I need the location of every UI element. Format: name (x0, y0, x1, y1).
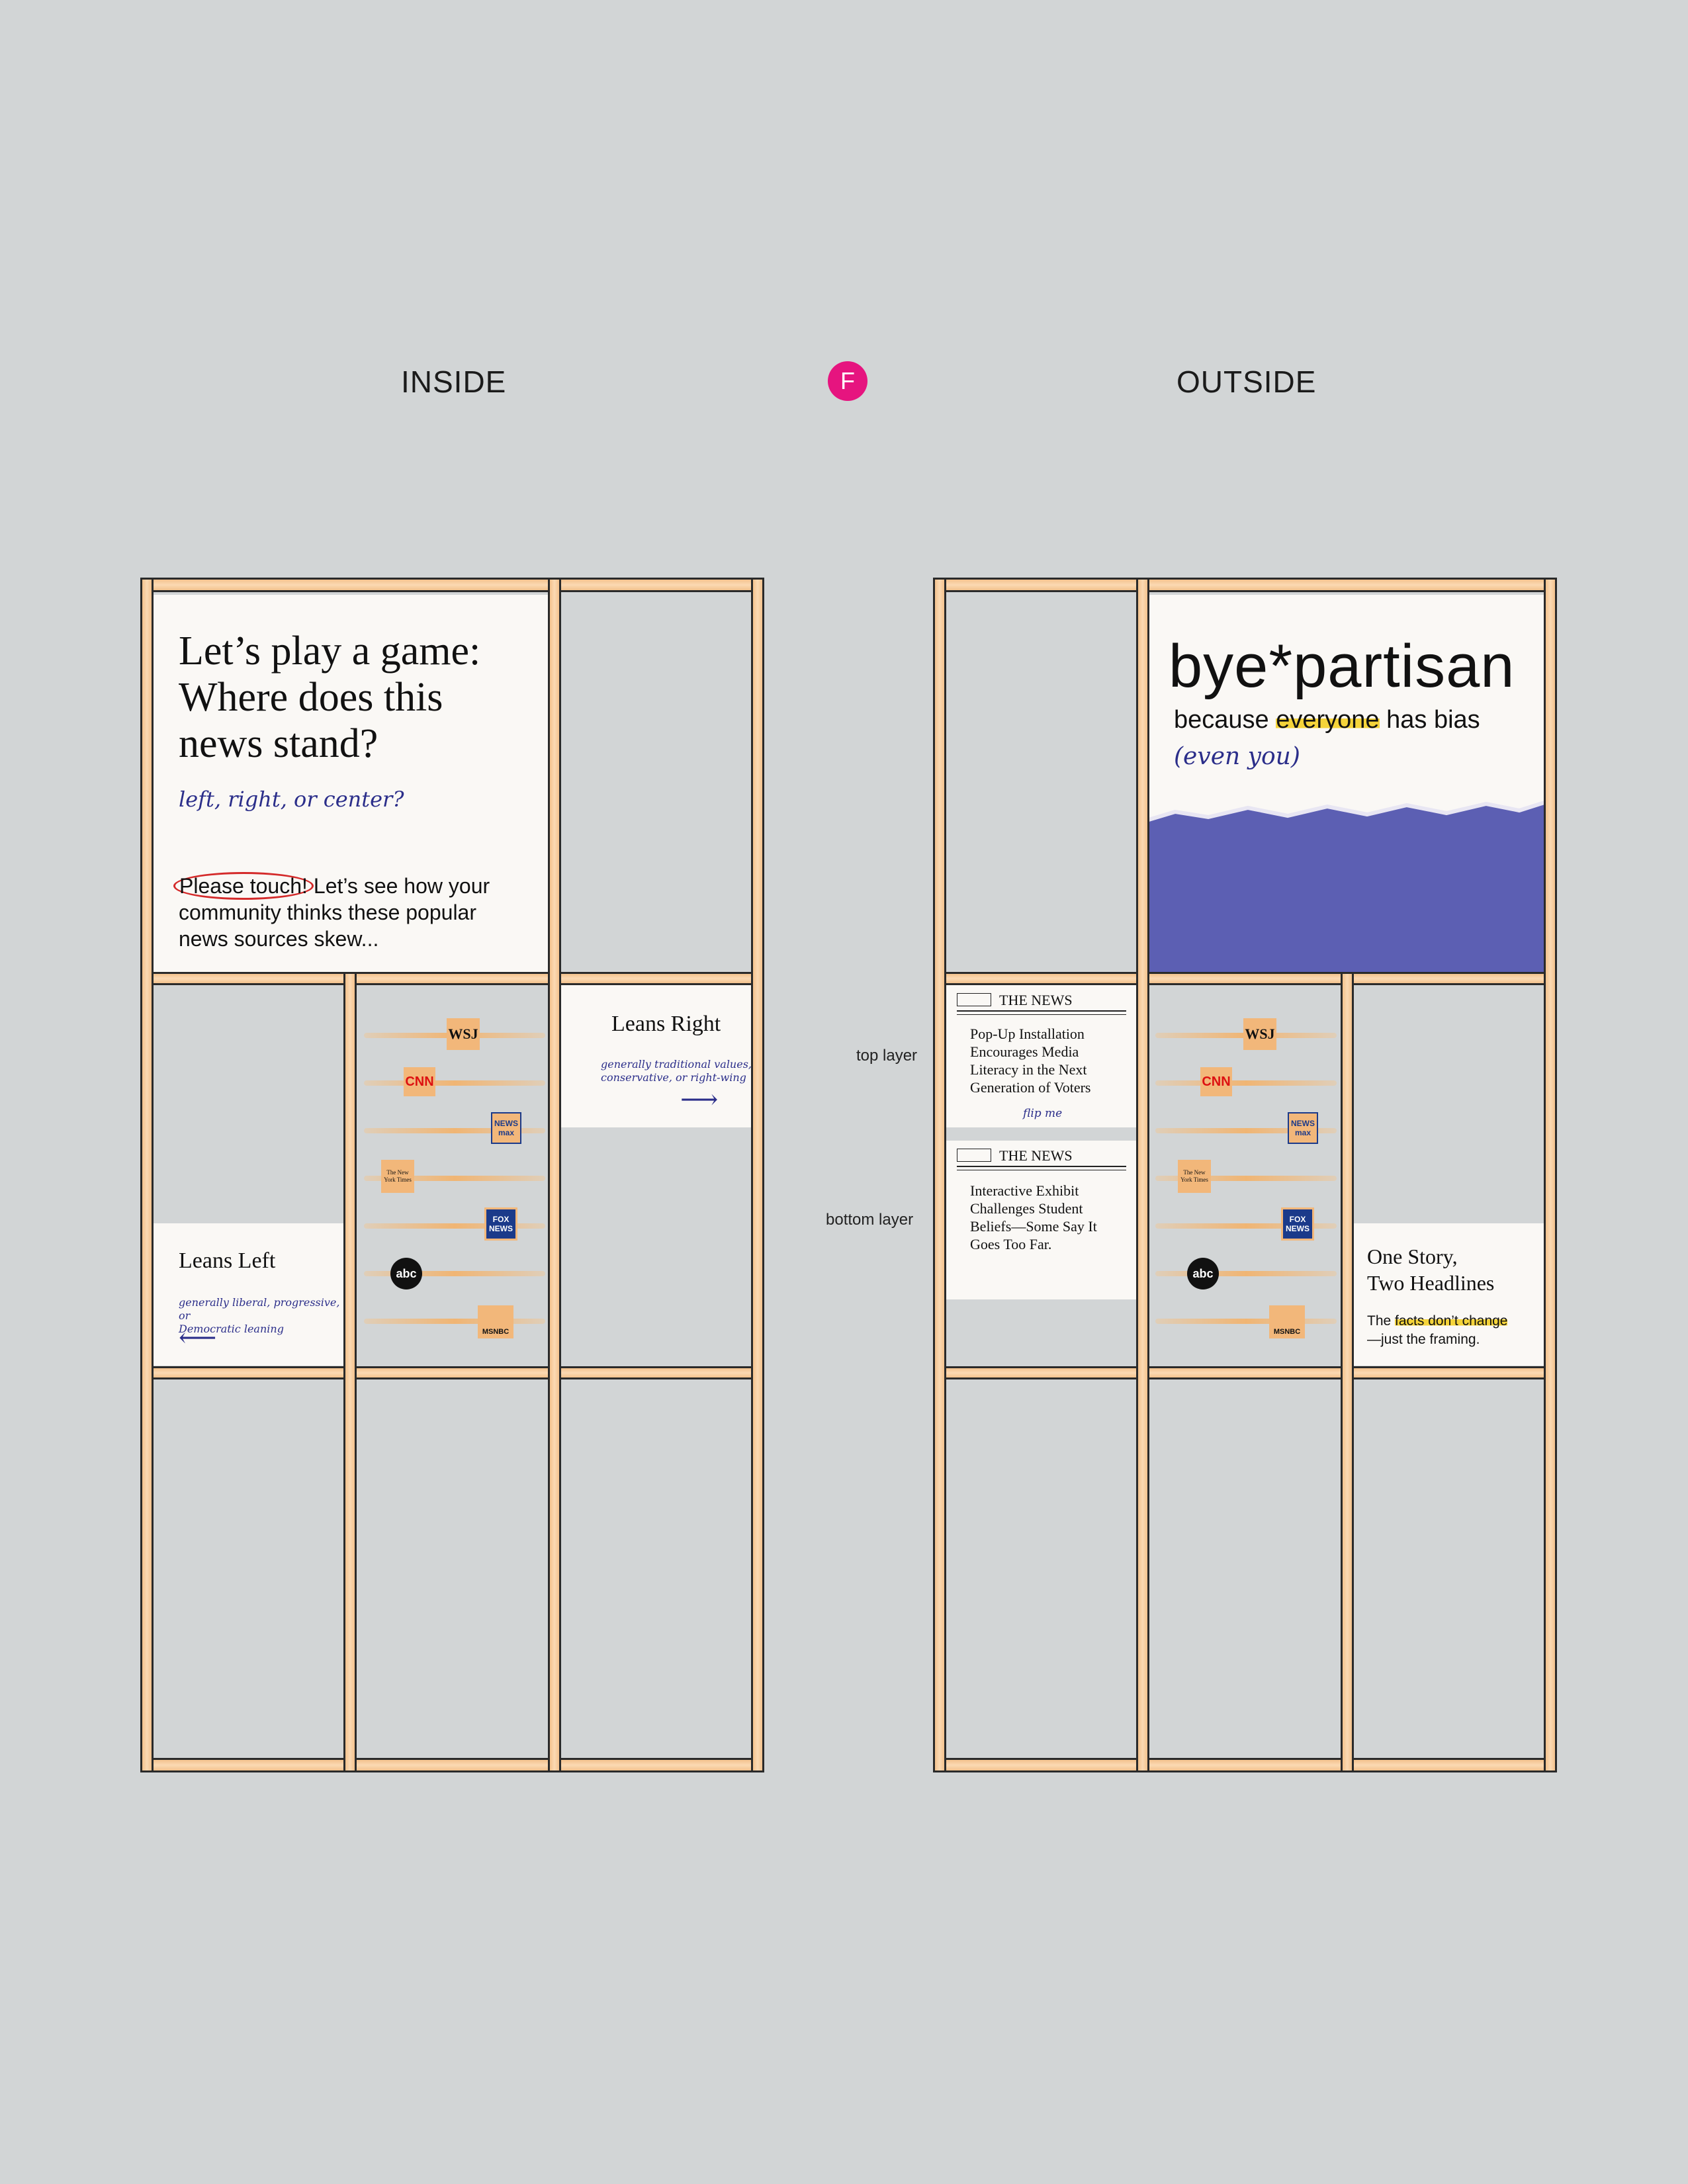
leans-right-title: Leans Right (611, 1012, 721, 1036)
brand-panel: bye*partisan because everyone has bias (… (1149, 595, 1544, 972)
leans-left-panel: Leans Left generally liberal, progressiv… (154, 1223, 344, 1366)
leans-left-note-1: generally liberal, progressive, or (179, 1296, 340, 1322)
outside-post-left (933, 578, 946, 1772)
outside-frame: bye*partisan because everyone has bias (… (933, 578, 1557, 1772)
torn-paper-graphic (1149, 801, 1544, 972)
inside-beam-3 (140, 1366, 764, 1379)
outside-rails: WSJ CNN NEWS max The New York Times FOX … (1150, 985, 1342, 1369)
fox-news-logo[interactable]: FOX NEWS (1281, 1207, 1314, 1241)
game-body-1: Let’s see how your (313, 874, 490, 898)
outside-beam-bottom (933, 1758, 1557, 1772)
outside-post-mid-a (1136, 578, 1149, 1772)
inside-post-left (140, 578, 154, 1772)
np-top-headline-1: Pop-Up Installation (970, 1026, 1085, 1042)
outside-post-right (1544, 578, 1557, 1772)
leans-left-note-2: Democratic leaning (179, 1323, 284, 1335)
game-body-2: community thinks these popular (179, 900, 476, 924)
cnn-logo[interactable]: CNN (1200, 1067, 1232, 1096)
newspaper-top-layer[interactable]: THE NEWS Pop-Up Installation Encourages … (946, 985, 1137, 1127)
top-layer-label: top layer (856, 1047, 918, 1065)
leans-right-panel: Leans Right generally traditional values… (561, 985, 752, 1127)
newsmax-logo[interactable]: NEWS max (491, 1112, 521, 1144)
wsj-logo[interactable]: WSJ (447, 1018, 480, 1050)
tagline-highlight: everyone (1276, 706, 1380, 734)
outside-label: OUTSIDE (1177, 365, 1317, 399)
newsmax-logo[interactable]: NEWS max (1288, 1112, 1318, 1144)
one-story-title-2: Two Headlines (1367, 1271, 1495, 1295)
please-touch-callout: Please touch! (173, 872, 314, 900)
leans-right-note-2: conservative, or right-wing (601, 1071, 746, 1084)
np-top-headline-3: Literacy in the Next (970, 1061, 1087, 1078)
game-headline-1: Let’s play a game: (179, 629, 481, 674)
one-story-body-pre: The (1367, 1313, 1396, 1329)
game-handwritten: left, right, or center? (179, 787, 404, 812)
leans-right-note-1: generally traditional values, (601, 1058, 752, 1070)
brand-handwritten: (even you) (1174, 743, 1300, 770)
left-arrow-icon: ⟵ (179, 1323, 217, 1353)
inside-beam-top (140, 578, 764, 592)
brand-title: bye*partisan (1169, 633, 1515, 700)
msnbc-logo[interactable]: MSNBC (478, 1305, 513, 1338)
outside-beam-2 (933, 972, 1557, 985)
game-panel: Let’s play a game: Where does this news … (154, 595, 551, 972)
right-arrow-icon: ⟶ (680, 1084, 719, 1115)
inside-label: INSIDE (401, 365, 507, 399)
newspaper-bottom-layer: THE NEWS Interactive Exhibit Challenges … (946, 1141, 1137, 1299)
nyt-logo[interactable]: The New York Times (1178, 1160, 1211, 1193)
tagline-pre: because (1174, 706, 1276, 734)
masthead-top: THE NEWS (999, 992, 1073, 1008)
outside-post-mid-b (1341, 972, 1354, 1772)
outside-beam-3 (933, 1366, 1557, 1379)
leans-left-title: Leans Left (179, 1248, 276, 1273)
np-top-headline-4: Generation of Voters (970, 1079, 1091, 1096)
np-bottom-headline-4: Goes Too Far. (970, 1236, 1052, 1252)
tagline-post: has bias (1379, 706, 1480, 734)
inside-beam-bottom (140, 1758, 764, 1772)
game-headline-3: news stand? (179, 721, 378, 766)
msnbc-logo[interactable]: MSNBC (1269, 1305, 1305, 1338)
inside-post-mid-a (343, 972, 357, 1772)
game-body-3: news sources skew... (179, 927, 379, 951)
inside-post-right (751, 578, 764, 1772)
np-top-headline-2: Encourages Media (970, 1043, 1079, 1060)
inside-beam-2 (140, 972, 764, 985)
cnn-logo[interactable]: CNN (404, 1067, 435, 1096)
one-story-title-1: One Story, (1367, 1245, 1458, 1268)
np-bottom-headline-1: Interactive Exhibit (970, 1182, 1079, 1199)
flip-me-note: flip me (1023, 1107, 1063, 1120)
wsj-logo[interactable]: WSJ (1243, 1018, 1276, 1050)
bottom-layer-label: bottom layer (826, 1211, 914, 1229)
fox-news-logo[interactable]: FOX NEWS (484, 1207, 517, 1241)
section-badge: F (828, 361, 867, 401)
abc-logo[interactable]: abc (390, 1258, 422, 1289)
outside-beam-top (933, 578, 1557, 592)
inside-frame: Let’s play a game: Where does this news … (140, 578, 764, 1772)
inside-post-mid-b (548, 578, 561, 1772)
np-bottom-headline-2: Challenges Student (970, 1200, 1083, 1217)
abc-logo[interactable]: abc (1187, 1258, 1219, 1289)
game-headline-2: Where does this (179, 675, 443, 720)
one-story-body-2: —just the framing. (1367, 1332, 1480, 1347)
nyt-logo[interactable]: The New York Times (381, 1160, 414, 1193)
np-bottom-headline-3: Beliefs—Some Say It (970, 1218, 1097, 1235)
inside-rails: WSJ CNN NEWS max The New York Times FOX … (359, 985, 551, 1369)
one-story-panel: One Story, Two Headlines The facts don’t… (1354, 1223, 1544, 1366)
masthead-bottom: THE NEWS (999, 1147, 1073, 1164)
one-story-highlight: facts don’t change (1395, 1313, 1508, 1329)
